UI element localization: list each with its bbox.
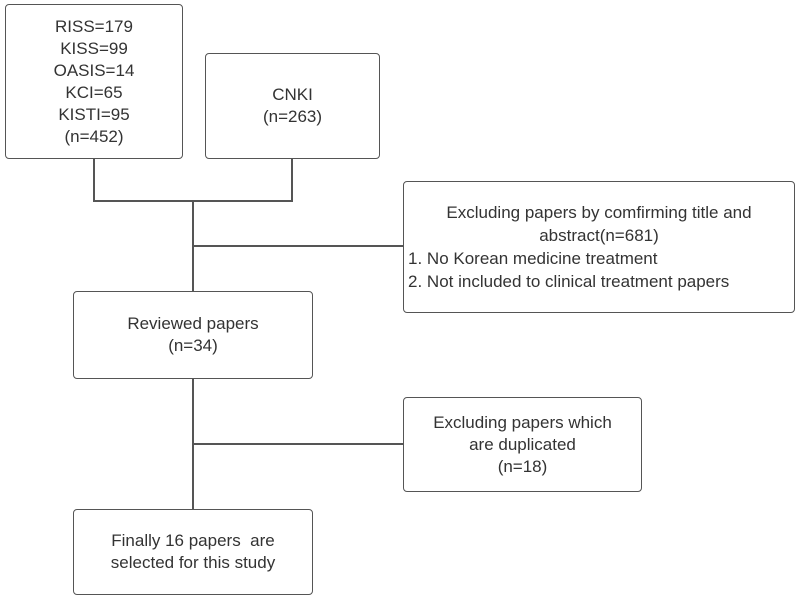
- exclusion-criteria-list: 1. No Korean medicine treatment 2. Not i…: [404, 247, 794, 293]
- criterion-number: 1.: [408, 249, 423, 268]
- source-kiss: KISS=99: [60, 38, 128, 58]
- connector-cnki-down: [291, 159, 293, 201]
- duplicates-line-1: Excluding papers which: [433, 412, 612, 432]
- cnki-label: CNKI: [272, 85, 313, 104]
- criterion-text: Not included to clinical treatment paper…: [426, 272, 730, 291]
- duplicates-count: (n=18): [497, 456, 548, 476]
- duplicates-line-2: are duplicated: [469, 434, 576, 454]
- final-line-2: selected for this study: [110, 553, 276, 572]
- exclusion-criterion-1: 1. No Korean medicine treatment: [404, 247, 794, 270]
- exclusion-title: Excluding papers by comfirming title and…: [446, 203, 752, 245]
- source-kisti: KISTI=95: [58, 104, 130, 124]
- source-oasis: OASIS=14: [53, 60, 135, 80]
- criterion-text: No Korean medicine treatment: [426, 249, 658, 268]
- criterion-number: 2.: [408, 272, 423, 291]
- source-riss: RISS=179: [55, 16, 133, 36]
- exclusion-box-title-abstract: Excluding papers by comfirming title and…: [403, 181, 795, 313]
- exclusion-box-duplicates: Excluding papers which are duplicated (n…: [403, 397, 642, 492]
- cnki-box: CNKI (n=263): [205, 53, 380, 159]
- source-kci: KCI=65: [65, 82, 123, 102]
- exclusion-criterion-2: 2. Not included to clinical treatment pa…: [404, 270, 794, 293]
- final-selection-box: Finally 16 papers are selected for this …: [73, 509, 313, 595]
- reviewed-papers-box: Reviewed papers (n=34): [73, 291, 313, 379]
- connector-branch-exclusion-2: [192, 443, 403, 445]
- connector-sources-down: [93, 159, 95, 201]
- final-line-1: Finally 16 papers are: [111, 531, 275, 550]
- sources-box: RISS=179 KISS=99 OASIS=14 KCI=65 KISTI=9…: [5, 4, 183, 159]
- sources-total: (n=452): [64, 126, 124, 146]
- cnki-count: (n=263): [262, 107, 323, 126]
- reviewed-count: (n=34): [168, 336, 218, 355]
- reviewed-label: Reviewed papers: [127, 314, 259, 333]
- connector-branch-exclusion-1: [192, 245, 403, 247]
